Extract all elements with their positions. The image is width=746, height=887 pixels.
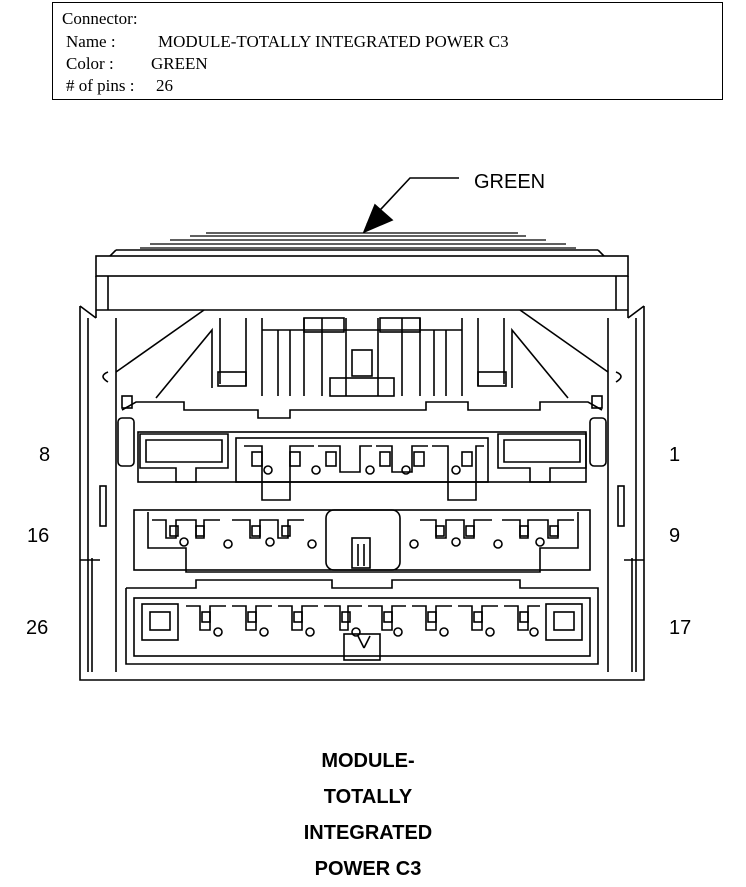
pin-label-16: 16 [27, 525, 50, 547]
connector-top-lid [95, 232, 629, 318]
pin-label-8: 8 [39, 444, 51, 466]
caption-line: POWER C3 [314, 858, 422, 880]
color-value: GREEN [151, 54, 208, 73]
pin-count-label: # of pins : [66, 76, 135, 95]
row3-right-cavities [412, 605, 540, 637]
color-callout-arrow [362, 177, 459, 234]
row3-middle-cavities [324, 605, 406, 637]
pin-count-value: 26 [156, 76, 173, 95]
pin-label-9: 9 [669, 525, 681, 547]
color-callout-label: GREEN [474, 171, 546, 193]
connector-housing [79, 305, 645, 681]
name-label: Name : [66, 32, 116, 51]
pin-label-17: 17 [669, 617, 692, 639]
caption-line: MODULE- [321, 750, 415, 772]
pin-field-top-edge [117, 395, 607, 467]
pin-row-2 [133, 509, 591, 573]
row2-left-cavities [152, 519, 317, 549]
row3-left-cavities [186, 605, 318, 637]
lid-ribs [140, 232, 576, 249]
pin-label-26: 26 [26, 617, 49, 639]
connector-caption: MODULE- TOTALLY INTEGRATED POWER C3 [238, 743, 498, 887]
color-label: Color : [66, 54, 114, 73]
caption-line: INTEGRATED [303, 822, 433, 844]
name-value: MODULE-TOTALLY INTEGRATED POWER C3 [158, 32, 509, 51]
pin-row-3 [125, 579, 599, 665]
row2-right-cavities [409, 519, 574, 549]
housing-internal-walls [115, 309, 609, 399]
connector-heading: Connector: [62, 9, 138, 28]
pin-label-1: 1 [669, 444, 681, 466]
pin-row-1 [137, 431, 587, 501]
connector-info-box: Connector: Name : MODULE-TOTALLY INTEGRA… [52, 2, 723, 100]
caption-line: TOTALLY [323, 786, 413, 808]
